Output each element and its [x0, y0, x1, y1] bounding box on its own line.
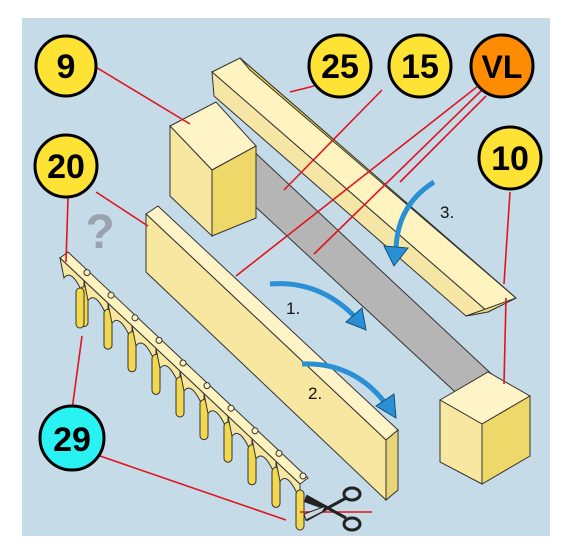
comb-peg — [203, 382, 211, 390]
badge-29: 29 — [38, 404, 106, 472]
comb-tooth — [175, 376, 185, 418]
comb-tooth — [151, 353, 161, 395]
leader-20 — [95, 191, 149, 227]
badge-25-label: 25 — [321, 48, 359, 86]
question-mark-icon: ? — [85, 206, 114, 259]
step-arrow-1 — [269, 281, 367, 331]
block-left — [169, 101, 257, 238]
badge-9: 9 — [34, 34, 98, 98]
comb-tooth — [103, 308, 113, 350]
comb-tooth — [75, 287, 85, 329]
badge-20-label: 20 — [47, 148, 85, 186]
step-arrow-2 — [301, 361, 397, 419]
leader-vl-a — [235, 85, 479, 277]
leader-15 — [283, 89, 383, 191]
leader-29-a — [71, 335, 83, 411]
comb-tooth — [271, 466, 281, 508]
leader-lines — [65, 65, 511, 521]
comb-strip — [59, 251, 309, 531]
badge-9-label: 9 — [57, 48, 76, 86]
scissors-icon — [303, 486, 362, 532]
leader-vl-c — [399, 95, 487, 183]
badge-10: 10 — [477, 125, 543, 191]
comb-peg — [107, 291, 115, 299]
comb-tooth — [247, 444, 257, 486]
badge-20: 20 — [33, 133, 99, 199]
leader-vl-b — [313, 89, 483, 255]
comb-peg — [155, 336, 163, 344]
comb-tooth — [199, 399, 209, 441]
leader-10-bottom — [503, 297, 507, 385]
leader-20-comb — [65, 197, 69, 263]
badge-25: 25 — [307, 33, 373, 99]
badge-15-label: 15 — [401, 48, 439, 86]
step-arrow-3 — [383, 179, 436, 267]
step-label-1: 1. — [286, 299, 300, 318]
step-label-3: 3. — [440, 203, 454, 222]
step-label-2: 2. — [308, 384, 322, 403]
comb-peg — [299, 472, 307, 480]
badge-vl-label: VL — [482, 49, 523, 85]
block-right — [439, 371, 531, 485]
comb-tooth — [127, 331, 137, 373]
comb-tooth — [295, 489, 305, 531]
leader-9 — [93, 65, 191, 125]
comb-tooth — [223, 421, 233, 463]
leader-25 — [289, 85, 315, 93]
leader-10-top — [503, 191, 511, 285]
badge-10-label: 10 — [491, 140, 529, 178]
badge-29-label: 29 — [53, 421, 91, 459]
comb-peg — [275, 449, 283, 457]
leader-29-b — [99, 455, 287, 521]
comb-peg — [131, 314, 139, 322]
comb-peg — [227, 404, 235, 412]
badge-15: 15 — [387, 33, 453, 99]
badge-vl: VL — [469, 33, 535, 99]
comb-peg — [83, 269, 91, 277]
comb-peg — [251, 427, 259, 435]
comb-peg — [179, 359, 187, 367]
